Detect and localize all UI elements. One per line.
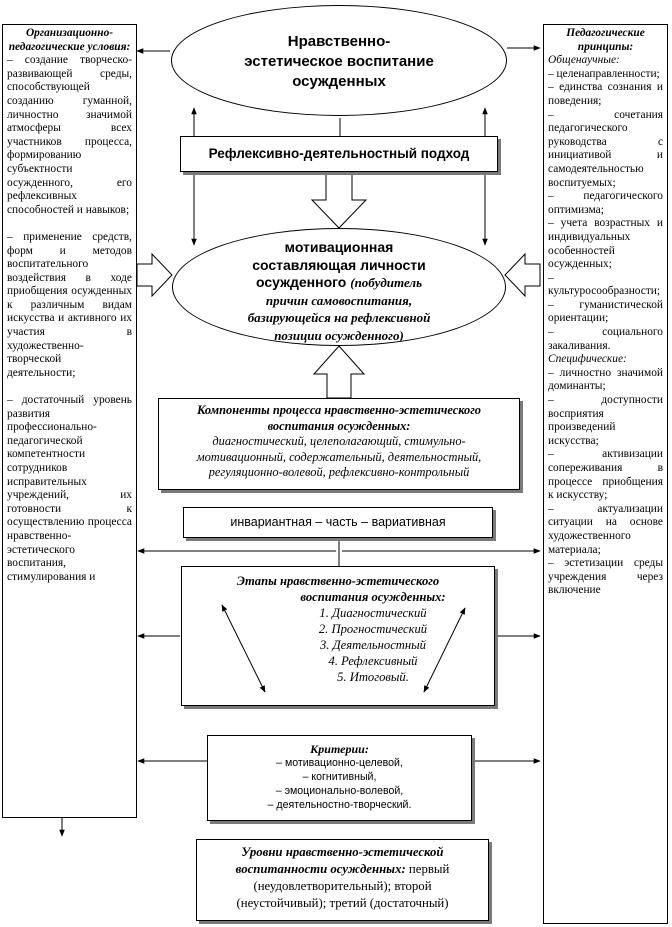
stage-item: 1. Диагностический	[319, 606, 427, 620]
left-panel-conditions: Организационно-педагогические условия: –…	[2, 24, 137, 818]
arrow-diagonal-left	[221, 604, 266, 693]
specific-principles-heading: Специфические:	[548, 353, 627, 366]
stage-item: 3. Деятельностный	[320, 638, 426, 652]
principle-item: – учета возрастных и индивидуальных особ…	[548, 217, 663, 271]
stage-item: 5. Итоговый.	[337, 670, 409, 684]
levels-box: Уровни нравственно-эстетической воспитан…	[196, 839, 489, 921]
top-oval-title: Нравственно- эстетическое воспитание осу…	[171, 5, 507, 116]
stage-item: 2. Прогностический	[318, 622, 428, 636]
criterion-item: – эмоционально-волевой,	[275, 785, 404, 797]
middle-oval-motivation: мотивационная составляющая личности осуж…	[172, 228, 506, 346]
principle-item: – целенаправленности;	[548, 67, 660, 80]
principle-item: – доступности восприятия произведений ис…	[548, 394, 663, 447]
arrow-diagonal-right	[423, 607, 466, 693]
components-box: Компоненты процесса нравственно-эстетиче…	[158, 398, 520, 490]
invariant-box: инвариантная – часть – вариативная	[183, 507, 493, 538]
general-principles-heading: Общенаучные:	[548, 54, 620, 67]
criteria-box: Критерии: – мотивационно-целевой, – когн…	[207, 735, 472, 821]
block-arrow-down	[310, 171, 368, 229]
stage-item: 4. Рефлексивный	[328, 654, 418, 668]
block-arrow-up	[312, 345, 366, 399]
components-title: Компоненты процесса нравственно-эстетиче…	[197, 403, 481, 433]
left-panel-title: Организационно-педагогические условия:	[8, 27, 131, 53]
left-condition-2: – применение средств, форм и методов вос…	[7, 230, 132, 379]
principle-item: – актуализации ситуации на основе художе…	[548, 502, 663, 556]
principle-item: – единства сознания и поведения;	[548, 81, 663, 107]
principle-item: – личностно значимой доминанты;	[548, 366, 663, 393]
principle-item: – эстетизации среды учреждения через вкл…	[548, 557, 663, 597]
criterion-item: – мотивационно-целевой,	[276, 757, 403, 769]
criterion-item: – деятельностно-творческий.	[267, 799, 412, 811]
left-condition-3: – достаточный уровень развития профессио…	[7, 394, 132, 583]
principle-item: – культуросообразности;	[548, 271, 661, 298]
approach-box: Рефлексивно-деятельностный подход	[180, 136, 498, 172]
principle-item: – педагогического оптимизма;	[548, 190, 663, 216]
principle-item: – социального закаливания.	[548, 326, 663, 352]
principle-item: – активизации сопереживания в процессе п…	[548, 448, 663, 502]
principle-item: – сочетания педагогического руководства …	[548, 108, 663, 189]
right-panel-title: Педагогические принципы:	[566, 27, 645, 53]
block-arrow-right-in	[504, 252, 541, 298]
criterion-item: – когнитивный,	[302, 771, 377, 783]
stages-box: Этапы нравственно-эстетического воспитан…	[181, 566, 495, 706]
right-panel-principles: Педагогические принципы: Общенаучные: – …	[543, 24, 668, 924]
principle-item: – гуманистической ориентации;	[548, 298, 663, 325]
left-condition-1: – создание творческо-развивающей среды, …	[7, 54, 132, 216]
block-arrow-left-in	[136, 252, 173, 298]
